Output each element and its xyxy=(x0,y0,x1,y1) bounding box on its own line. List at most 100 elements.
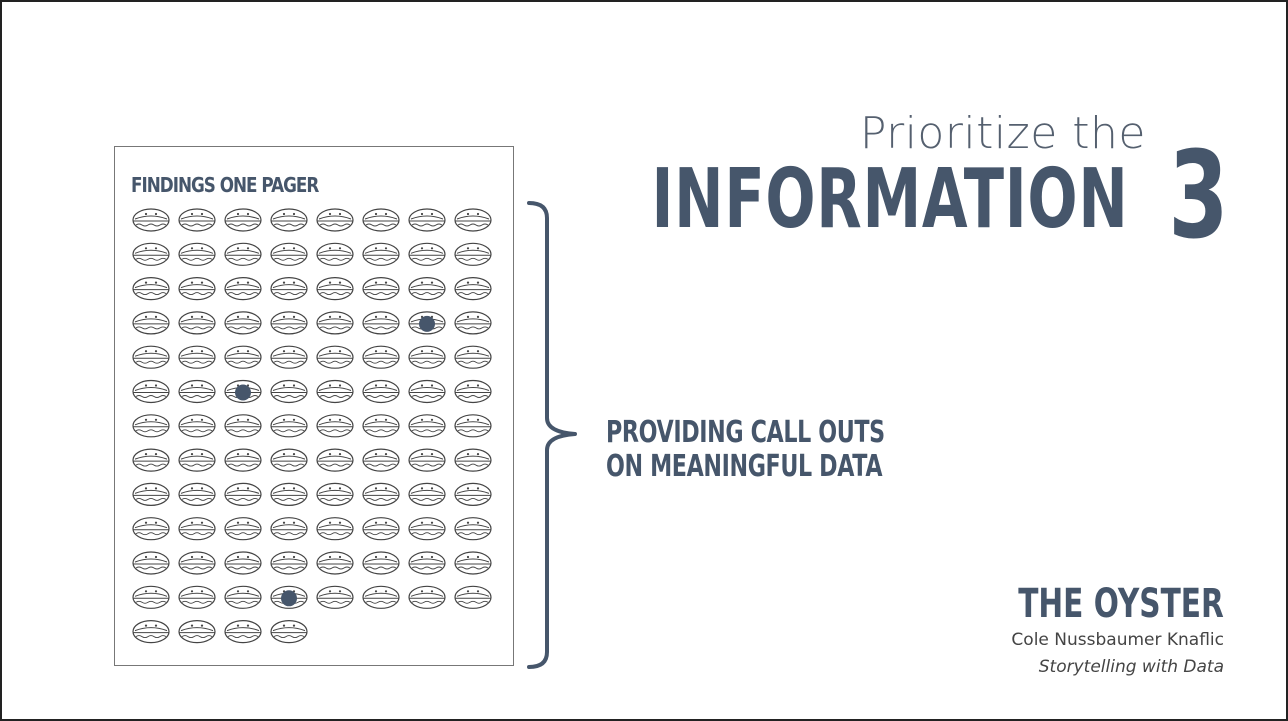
oyster-icon xyxy=(362,311,400,335)
oyster-icon xyxy=(362,517,400,541)
oyster-icon xyxy=(178,448,216,472)
oyster-icon xyxy=(408,517,446,541)
oyster-icon xyxy=(132,276,170,301)
oyster-with-pearl-icon xyxy=(270,585,308,609)
oyster-icon xyxy=(362,551,400,575)
slide-number: 3 xyxy=(1167,127,1228,266)
pearl-icon xyxy=(235,384,251,401)
credit-title: THE OYSTER xyxy=(1018,581,1224,627)
callout-line-1: PROVIDING CALL OUTS xyxy=(606,415,885,450)
oyster-icon xyxy=(224,311,262,335)
oyster-icon xyxy=(362,242,400,266)
oyster-icon xyxy=(408,551,446,575)
oyster-icon xyxy=(178,517,216,541)
oyster-with-pearl-icon xyxy=(224,379,262,404)
oyster-icon xyxy=(362,585,400,609)
oyster-icon xyxy=(224,208,262,232)
oyster-icon xyxy=(454,242,492,266)
oyster-icon xyxy=(316,585,354,609)
slide-kicker: Prioritize the xyxy=(859,108,1146,159)
oyster-icon xyxy=(270,276,308,301)
oyster-icon xyxy=(132,482,170,506)
callout-line-2: ON MEANINGFUL DATA xyxy=(606,449,883,484)
oyster-icon xyxy=(224,551,262,575)
oyster-icon xyxy=(408,345,446,369)
oyster-icon xyxy=(178,276,216,301)
oyster-icon xyxy=(408,208,446,232)
oyster-icon xyxy=(178,345,216,369)
oyster-icon xyxy=(316,517,354,541)
oyster-icon xyxy=(178,414,216,438)
oyster-icon xyxy=(316,551,354,575)
oyster-icon xyxy=(454,448,492,472)
oyster-icon xyxy=(454,517,492,541)
bracket-icon xyxy=(527,201,577,669)
oyster-icon xyxy=(178,208,216,232)
oyster-icon xyxy=(178,482,216,506)
callout-text: PROVIDING CALL OUTS ON MEANINGFUL DATA xyxy=(606,416,885,484)
oyster-icon xyxy=(362,448,400,472)
oyster-icon xyxy=(362,276,400,301)
oyster-icon xyxy=(454,311,492,335)
slide-headline: INFORMATION xyxy=(651,152,1128,247)
oyster-icon xyxy=(316,345,354,369)
oyster-icon xyxy=(316,448,354,472)
findings-one-pager: FINDINGS ONE PAGER xyxy=(114,146,514,666)
oyster-icon xyxy=(132,379,170,404)
oyster-icon xyxy=(316,414,354,438)
credit-book: Storytelling with Data xyxy=(1038,657,1224,677)
pearl-icon xyxy=(419,315,435,332)
oyster-icon xyxy=(408,379,446,404)
oyster-icon xyxy=(132,551,170,575)
pearl-icon xyxy=(281,590,297,607)
oyster-icon xyxy=(454,585,492,609)
credit-author: Cole Nussbaumer Knaflic xyxy=(1011,630,1224,650)
oyster-icon xyxy=(270,345,308,369)
oyster-icon xyxy=(362,379,400,404)
oyster-icon xyxy=(132,242,170,266)
oyster-with-pearl-icon xyxy=(408,311,446,335)
oyster-icon xyxy=(408,585,446,609)
oyster-icon xyxy=(224,620,262,644)
oyster-icon xyxy=(270,311,308,335)
oyster-icon xyxy=(408,414,446,438)
oyster-icon xyxy=(178,551,216,575)
oyster-icon xyxy=(178,242,216,266)
oyster-icon xyxy=(362,414,400,438)
oyster-icon xyxy=(270,551,308,575)
oyster-icon xyxy=(454,551,492,575)
oyster-icon xyxy=(316,482,354,506)
oyster-icon xyxy=(178,379,216,404)
oyster-icon xyxy=(270,448,308,472)
oyster-icon xyxy=(362,345,400,369)
oyster-icon xyxy=(224,482,262,506)
oyster-icon xyxy=(270,620,308,644)
oyster-icon xyxy=(178,620,216,644)
oyster-icon xyxy=(178,585,216,609)
oyster-icon xyxy=(270,414,308,438)
oyster-icon xyxy=(224,414,262,438)
oyster-icon xyxy=(362,482,400,506)
oyster-grid-svg xyxy=(132,208,492,644)
oyster-icon xyxy=(454,482,492,506)
oyster-icon xyxy=(224,345,262,369)
oyster-icon xyxy=(132,208,170,232)
oyster-icon xyxy=(224,585,262,609)
oyster-icon xyxy=(408,448,446,472)
oyster-icon xyxy=(132,585,170,609)
oyster-icon xyxy=(270,242,308,266)
oyster-icon xyxy=(270,208,308,232)
oyster-icon xyxy=(316,276,354,301)
oyster-icon xyxy=(362,208,400,232)
oyster-icon xyxy=(178,311,216,335)
oyster-icon xyxy=(454,276,492,301)
oyster-icon xyxy=(316,379,354,404)
oyster-icon xyxy=(132,345,170,369)
oyster-icon xyxy=(316,242,354,266)
oyster-icon xyxy=(316,311,354,335)
oyster-icon xyxy=(316,208,354,232)
oyster-icon xyxy=(224,242,262,266)
oyster-icon xyxy=(454,208,492,232)
oyster-icon xyxy=(224,276,262,301)
oyster-icon xyxy=(270,482,308,506)
